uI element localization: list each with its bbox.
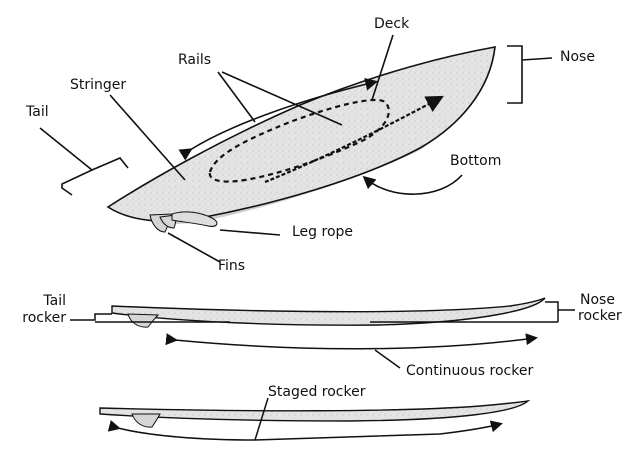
deck-label: Deck (374, 16, 410, 32)
tail-rocker-label-line-2: rocker (22, 310, 66, 326)
stringer-leader (109, 94, 186, 181)
bottom-label: Bottom (450, 153, 502, 169)
rails-arrow (178, 78, 379, 161)
continuous-board-outline (111, 297, 546, 326)
continuous-rocker-board (70, 297, 575, 369)
nose-label: Nose (560, 49, 595, 65)
staged-rocker-arrow (107, 419, 503, 441)
fins-label: Fins (218, 258, 246, 274)
staged-rocker-leader (254, 397, 269, 441)
nose-leader (521, 57, 553, 61)
rails-leader-1 (217, 71, 256, 123)
tail-leader (39, 127, 93, 171)
nose-bracket (507, 45, 523, 104)
staged-rocker-board (99, 397, 531, 441)
nose-rocker-bracket (545, 301, 559, 322)
leg-rope-label: Leg rope (292, 224, 354, 240)
leg-rope-leader (219, 229, 281, 236)
rails-leader-2 (221, 71, 343, 126)
continuous-rocker-arrow (165, 333, 538, 350)
staged-rocker-label: Staged rocker (268, 384, 366, 400)
leg-rope (171, 211, 218, 227)
tail-label: Tail (26, 104, 49, 120)
continuous-rocker-leader (374, 349, 401, 369)
bottom-arrow (362, 174, 463, 195)
deck-dashed-outline (208, 98, 390, 183)
tail-rocker-label-line-1: Tail (43, 293, 66, 309)
tail-bracket (61, 157, 129, 196)
stringer-label: Stringer (70, 77, 127, 93)
leader-lines-top (39, 34, 553, 263)
tail-rocker-bracket (70, 313, 112, 321)
staged-board-outline (99, 400, 531, 422)
continuous-rocker-label: Continuous rocker (406, 363, 534, 379)
continuous-fin (127, 313, 160, 328)
rails-label: Rails (178, 52, 212, 68)
fins-leader (167, 232, 221, 263)
nose-rocker-label-line-2: rocker (578, 308, 622, 324)
nose-rocker-label-line-1: Nose (580, 292, 615, 308)
deck-leader (371, 34, 394, 101)
surfboard-3d (106, 46, 496, 233)
staged-fin (131, 413, 161, 428)
